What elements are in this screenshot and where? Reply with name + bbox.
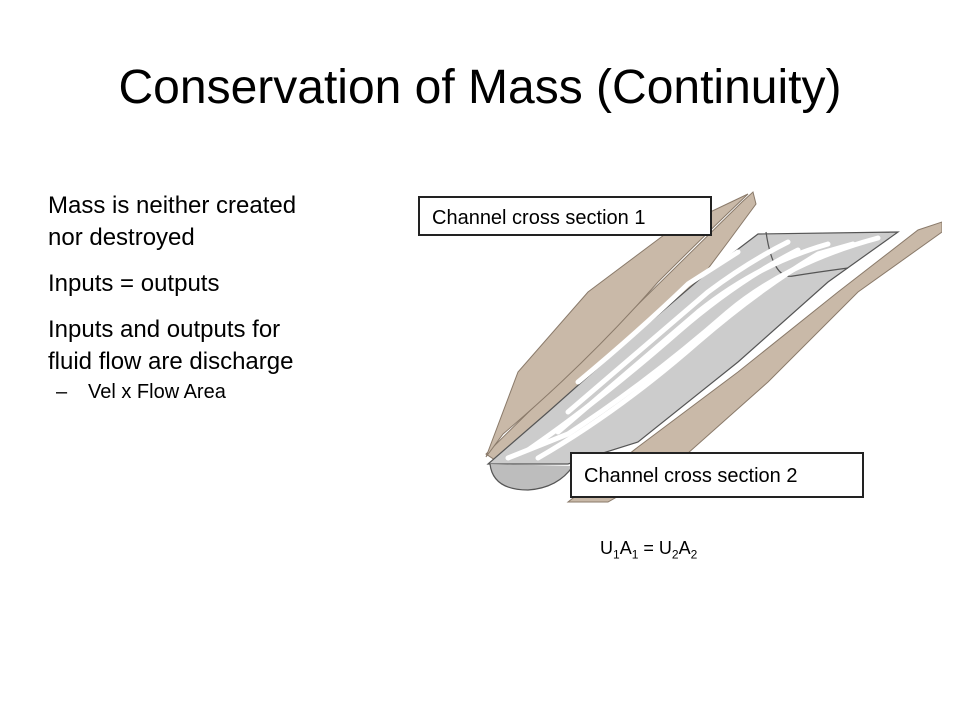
bullet-text-line: Inputs = outputs bbox=[48, 270, 220, 297]
equation-sub: 1 bbox=[613, 547, 620, 562]
bullet-text-line: fluid flow are discharge bbox=[48, 348, 294, 375]
bullet-item: • Inputs = outputs bbox=[48, 268, 370, 300]
channel-diagram: Channel cross section 1 Channel cross se… bbox=[408, 172, 942, 512]
sub-bullet-dash: – bbox=[56, 381, 68, 403]
channel-left-bank bbox=[485, 193, 749, 458]
channel-near-bank bbox=[566, 221, 942, 503]
cross-section-1-label: Channel cross section 1 bbox=[418, 196, 712, 236]
sub-bullet-item: – Vel x Flow Area bbox=[56, 378, 370, 406]
equation-u1: U bbox=[600, 538, 613, 558]
equation-u2: U bbox=[658, 538, 672, 558]
cross-section-1-profile bbox=[765, 231, 849, 277]
equation-sub: 2 bbox=[690, 547, 698, 562]
channel-illustration bbox=[485, 191, 942, 503]
cross-section-2-label: Channel cross section 2 bbox=[570, 452, 864, 498]
equation-equals: = bbox=[638, 538, 659, 558]
streamlines bbox=[505, 235, 881, 461]
equation-sub: 2 bbox=[671, 547, 679, 562]
equation-sub: 1 bbox=[631, 547, 639, 562]
bullet-text-line: Mass is neither created bbox=[48, 192, 297, 219]
bullet-text-line: nor destroyed bbox=[48, 224, 195, 251]
bullet-list: • Mass is neither created nor destroyed … bbox=[48, 190, 370, 406]
slide-title: Conservation of Mass (Continuity) bbox=[118, 61, 842, 114]
bullet-item: • Inputs and outputs for fluid flow are … bbox=[48, 314, 370, 378]
bullet-item: • Mass is neither created nor destroyed bbox=[48, 190, 370, 254]
equation-a1: A bbox=[619, 538, 632, 558]
continuity-equation: U1A1 = U2A2 bbox=[600, 538, 697, 562]
sub-bullet-text: Vel x Flow Area bbox=[88, 381, 226, 403]
cross-section-2-profile bbox=[489, 463, 574, 491]
equation-a2: A bbox=[678, 538, 691, 558]
bullet-text-line: Inputs and outputs for bbox=[48, 316, 281, 343]
